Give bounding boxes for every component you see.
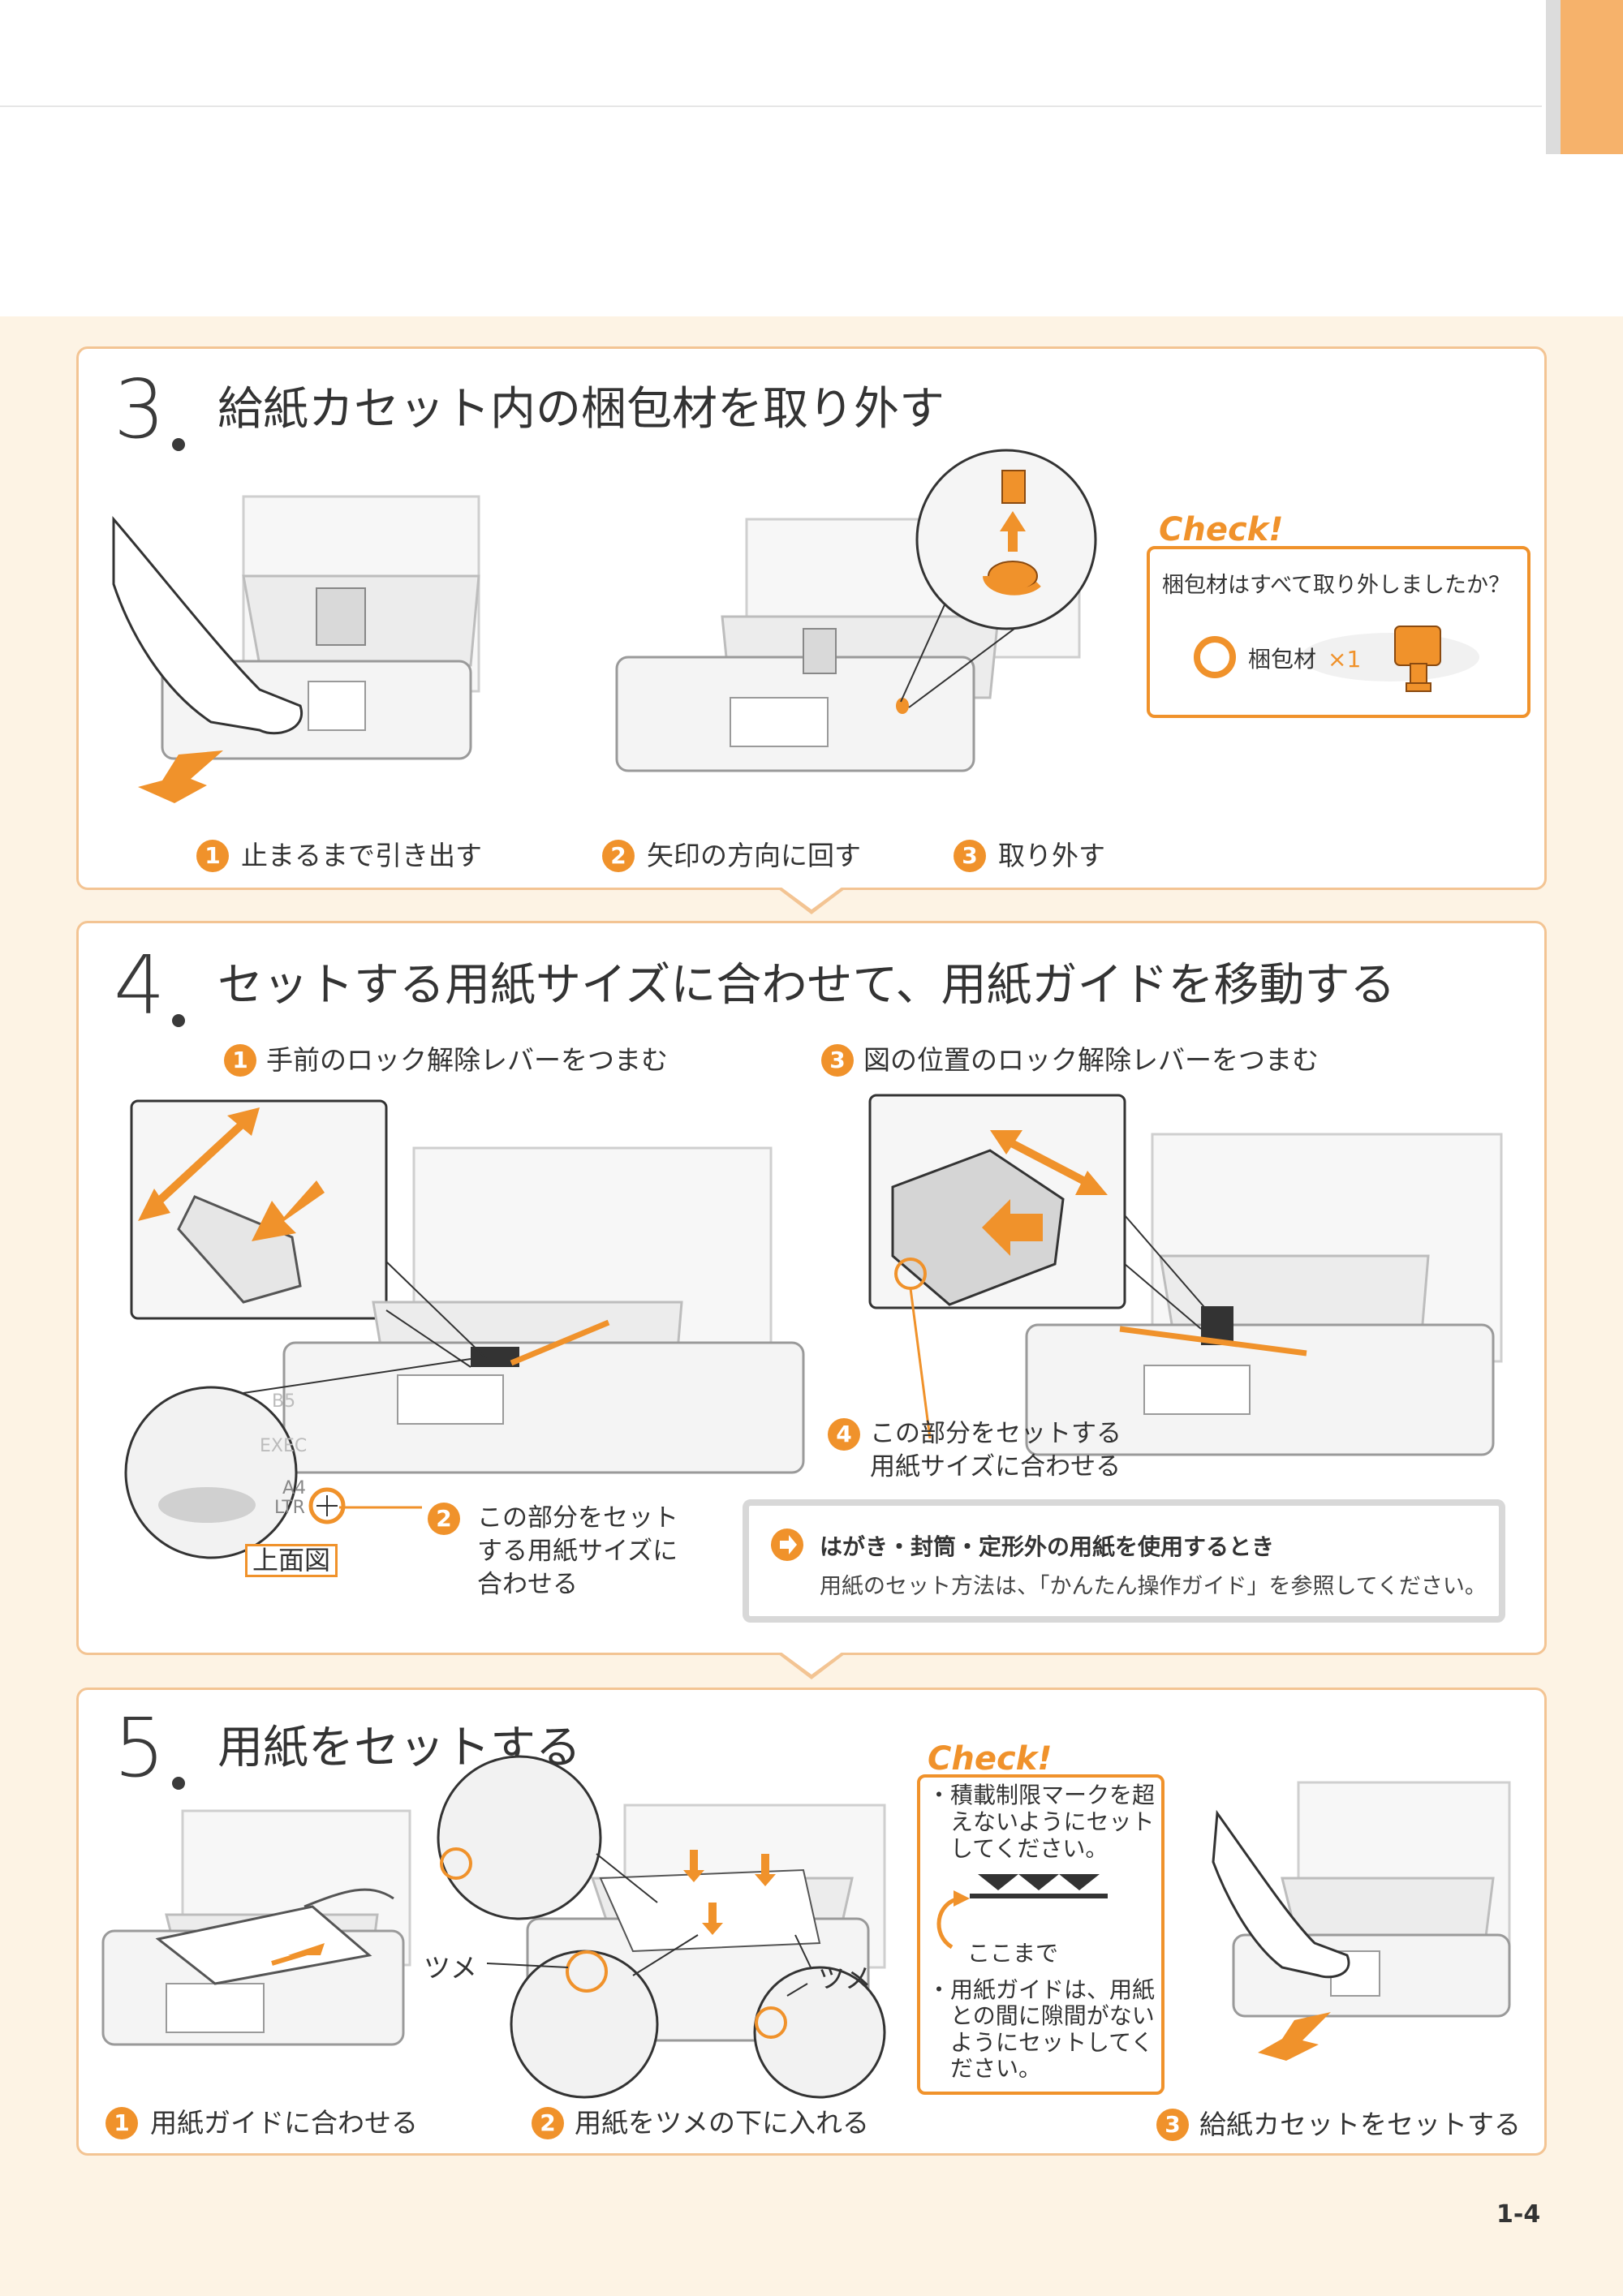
size-mark-exec: EXEC [260, 1436, 308, 1456]
step5-caption3: 給紙カセットをセットする [1199, 2109, 1521, 2140]
step3-check-box [1147, 546, 1530, 718]
step3-caption1-number: 1 [196, 840, 229, 872]
step-dot [172, 438, 185, 451]
step-dot [172, 1777, 185, 1790]
step4-illustration-rear-lever [868, 1094, 1503, 1456]
step4-caption3: 図の位置のロック解除レバーをつまむ [863, 1044, 1319, 1076]
tsume-label-right: ツメ [818, 1963, 872, 1994]
step3-check-count: ×1 [1328, 646, 1362, 673]
page-number: 1-4 [1496, 2200, 1541, 2229]
stack-limit-mark-icon [936, 1874, 1108, 1950]
stack-limit-label: ここまで [967, 1940, 1059, 1967]
step4-caption1: 手前のロック解除レバーをつまむ [266, 1044, 668, 1076]
step4-caption1-number: 1 [224, 1044, 256, 1077]
step5-caption3-number: 3 [1156, 2109, 1189, 2141]
step3-check-item: 梱包材 [1248, 646, 1317, 673]
step4-callout2-text: この部分をセット する用紙サイズに 合わせる [477, 1503, 678, 1599]
step5-illustration-paper-guide [101, 1809, 411, 2046]
step4-illustration-front-lever [124, 1099, 805, 1559]
step-dot [172, 1014, 185, 1027]
step5-illustration-insert-cassette [1212, 1781, 1511, 2061]
size-mark-a4: A4 [282, 1478, 307, 1498]
step5-caption1: 用紙ガイドに合わせる [150, 2107, 418, 2139]
step4-callout2-number: 2 [428, 1503, 460, 1535]
step3-caption3-number: 3 [954, 840, 986, 872]
special-paper-info-box [743, 1499, 1505, 1623]
step3-illustration-rotate [615, 449, 1097, 772]
step5-check-box [917, 1774, 1165, 2095]
step3-caption2: 矢印の方向に回す [647, 840, 861, 871]
step5-caption2: 用紙をツメの下に入れる [575, 2107, 869, 2139]
packing-material-icon [1194, 626, 1479, 692]
size-mark-ltr: LTR [274, 1498, 305, 1518]
step5-caption2-number: 2 [532, 2107, 564, 2139]
side-tab-shadow [1546, 0, 1561, 154]
tsume-label-left: ツメ [424, 1952, 477, 1984]
step5-illustration-tsume [437, 1755, 886, 2099]
step3-title: 給紙カセット内の梱包材を取り外す [217, 383, 945, 436]
header-rule [0, 105, 1542, 107]
step3-caption1: 止まるまで引き出す [241, 840, 482, 871]
step5-number: 5 [114, 1701, 166, 1795]
step3-illustration-pull [112, 495, 480, 803]
step3-caption3: 取り外す [998, 840, 1105, 871]
step3-number: 3 [114, 362, 166, 457]
step5-check-label: Check! [928, 1740, 1053, 1778]
step3-check-question: 梱包材はすべて取り外しましたか？ [1162, 573, 1511, 598]
step4-title: セットする用紙サイズに合わせて、用紙ガイドを移動する [217, 959, 1396, 1012]
step5-check-bullet1: ・積載制限マークを超 えないようにセット してください。 [928, 1782, 1156, 1862]
info-body: 用紙のセット方法は、「かんたん操作ガイド」を参照してください。 [820, 1574, 1487, 1599]
step3-check-label: Check! [1159, 511, 1284, 548]
arrow-right-circle-icon [771, 1529, 803, 1561]
step5-caption1-number: 1 [105, 2107, 138, 2139]
info-heading: はがき・封筒・定形外の用紙を使用するとき [820, 1533, 1275, 1560]
step4-caption3-number: 3 [821, 1044, 854, 1077]
step4-number: 4 [114, 938, 166, 1033]
step3-caption2-number: 2 [602, 840, 635, 872]
top-view-label: 上面図 [245, 1544, 338, 1578]
step4-callout4-number: 4 [828, 1418, 860, 1451]
size-mark-b5: B5 [272, 1391, 296, 1412]
step5-check-bullet2: ・用紙ガイドは、用紙 との間に隙間がない ようにセットしてく ださい。 [928, 1976, 1156, 2083]
side-tab [1561, 0, 1623, 154]
step4-callout4-text: この部分をセットする 用紙サイズに合わせる [870, 1419, 1121, 1481]
